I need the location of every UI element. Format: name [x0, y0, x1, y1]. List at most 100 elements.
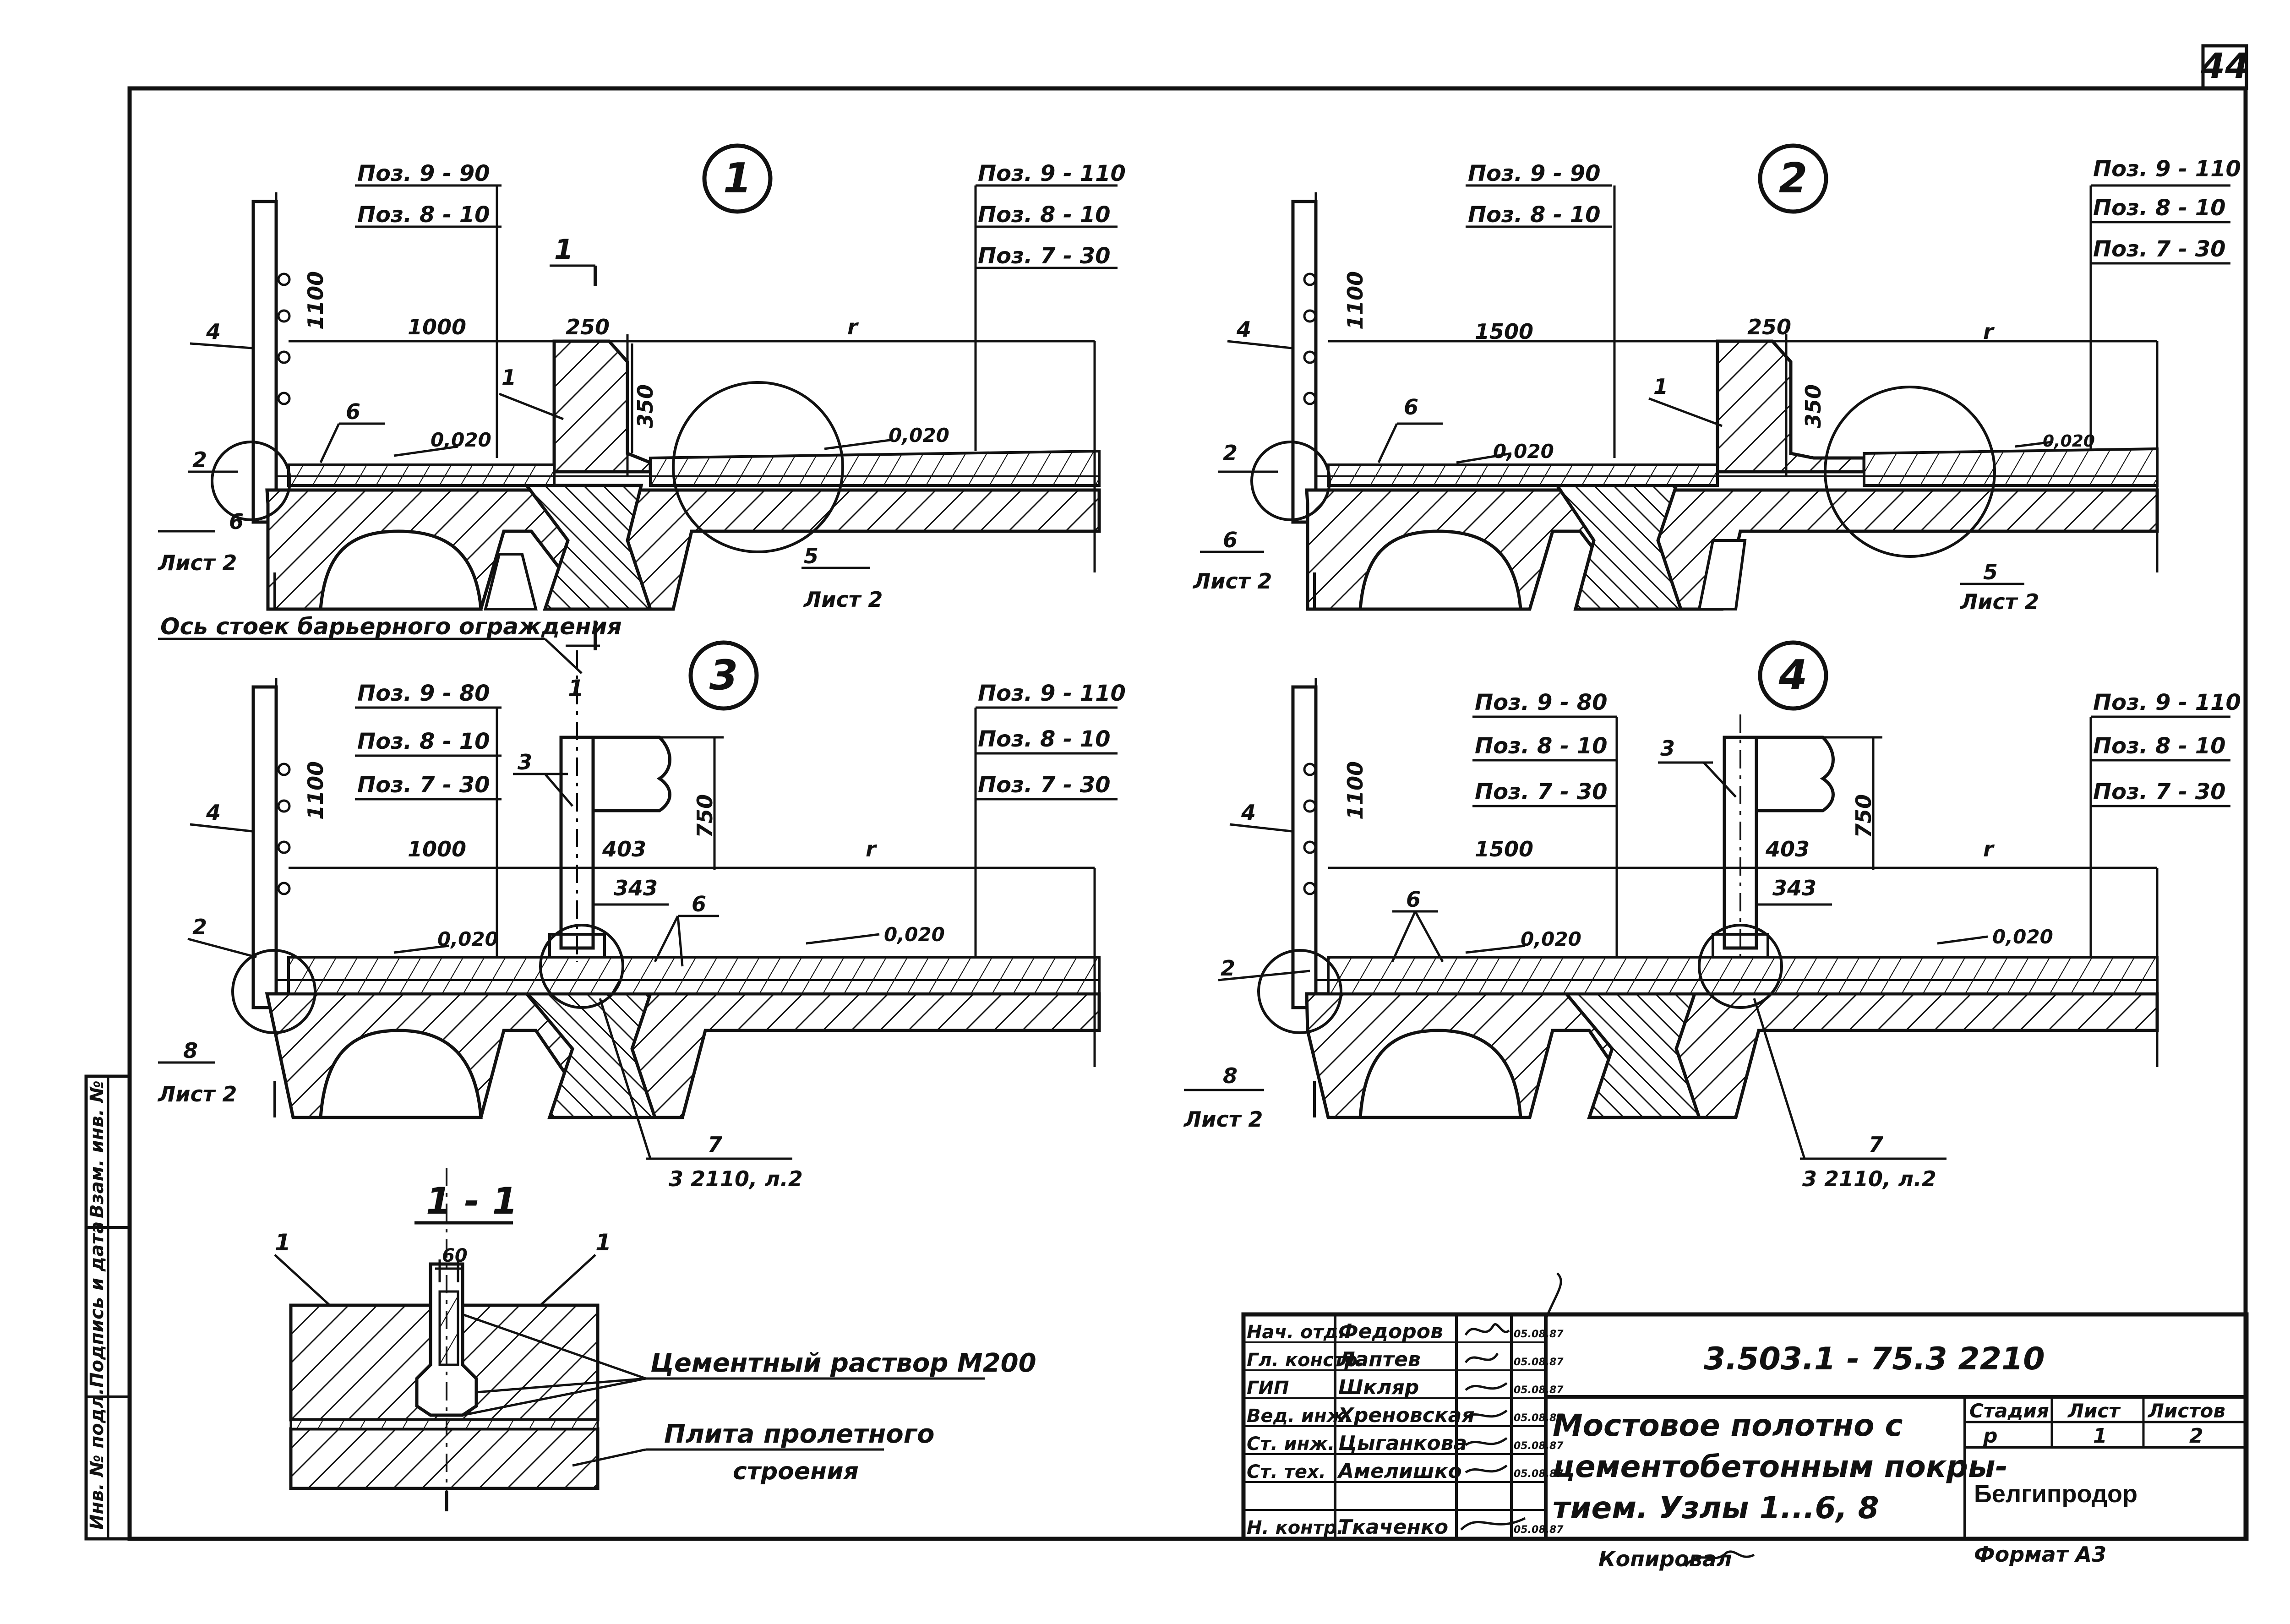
tb-date-3: 05.08.87 — [1514, 1384, 1564, 1396]
side-stamp: Инв. № подл. Подпись и дата Взам. инв. № — [84, 1074, 131, 1541]
sheet-frame — [127, 86, 2248, 1541]
node-3: 3 1100 1000 403 343 750 r Поз. 9 - 80 По… — [157, 640, 1126, 1191]
slope-right: 0,020 — [2043, 432, 2095, 451]
dim-curb-width: 250 — [1747, 315, 1791, 339]
node-number: 3 — [709, 651, 738, 699]
callout-right-3: Поз. 7 - 30 — [2093, 236, 2226, 262]
sheet-number-box — [2201, 44, 2248, 90]
node-marker-circle — [1758, 640, 1828, 711]
section-marker-1b: 1 — [595, 1229, 611, 1256]
marker-8: 8 — [183, 1038, 198, 1063]
marker-7: 7 — [708, 1132, 722, 1157]
callout-left-2: Поз. 8 - 10 — [357, 729, 490, 754]
ref-sheet-5: Лист 2 — [803, 587, 883, 612]
dim-h: 750 — [692, 794, 717, 838]
tb-date-1: 05.08.87 — [1514, 1329, 1564, 1340]
tb-date-2: 05.08.87 — [1514, 1357, 1564, 1368]
callout-left-2: Поз. 8 - 10 — [1468, 202, 1601, 228]
rail-height: 1100 — [1343, 761, 1368, 820]
dim-curb-width: 250 — [566, 315, 610, 339]
tb-date-5: 05.08.87 — [1514, 1440, 1564, 1452]
node-marker-circle — [688, 640, 759, 711]
callout-left-3: Поз. 7 - 30 — [357, 772, 490, 798]
tb-name-8: Ткаченко — [1338, 1515, 1448, 1539]
ref-sheet-8: Лист 2 — [1183, 1107, 1263, 1132]
callout-right-1: Поз. 9 - 110 — [2093, 690, 2241, 715]
section-note-slab-1: Плита пролетного — [664, 1419, 934, 1449]
axis-note: Ось стоек барьерного ограждения — [160, 613, 622, 640]
section-note-slab-2: строения — [733, 1458, 859, 1485]
callout-left-3: Поз. 7 - 30 — [1475, 779, 1608, 805]
callout-left-1: Поз. 9 - 80 — [357, 681, 490, 706]
marker-4: 4 — [206, 319, 221, 344]
ref-sheet-5: Лист 2 — [1959, 589, 2039, 614]
tb-date-4: 05.08.87 — [1514, 1412, 1564, 1424]
tb-name-3: Шкляр — [1338, 1376, 1419, 1399]
section-1-1: 1 - 1 60 1 1 Цементный раствор М200 Плит… — [274, 1168, 1036, 1511]
node-4: 4 1100 1500 403 343 750 r Поз. 9 - 80 По… — [1183, 640, 2241, 1191]
svg-text:1: 1 — [568, 675, 584, 702]
marker-4: 4 — [1241, 800, 1256, 825]
tb-name-6: Амелишко — [1337, 1460, 1462, 1483]
tb-stage: р — [1983, 1424, 1998, 1448]
dim-curb-height: 350 — [633, 384, 658, 428]
marker-7: 7 — [1869, 1132, 1883, 1157]
slope-left: 0,020 — [437, 928, 498, 950]
marker-5: 5 — [804, 544, 818, 568]
railing-post — [251, 685, 278, 1009]
tb-org: Белгипродор — [1974, 1480, 2137, 1508]
slope-left: 0,020 — [1521, 928, 1581, 950]
railing-post — [251, 200, 278, 524]
callout-right-1: Поз. 9 - 110 — [978, 161, 1126, 186]
callout-right-2: Поз. 8 - 10 — [978, 202, 1111, 228]
sheet-number: 44 — [2200, 45, 2249, 86]
ref-doc-7: 3 2110, л.2 — [669, 1166, 803, 1191]
dim-right: r — [866, 837, 878, 861]
tb-sheets: 2 — [2189, 1424, 2203, 1448]
rail-height: 1100 — [1343, 271, 1368, 330]
section-marker-1a: 1 — [275, 1229, 291, 1256]
node-marker-circle — [702, 143, 773, 214]
slope-left: 0,020 — [431, 429, 491, 451]
section-title: 1 - 1 — [426, 1180, 518, 1222]
node-number: 4 — [1778, 651, 1808, 699]
callout-left-2: Поз. 8 - 10 — [1475, 733, 1608, 759]
node-marker-circle — [1758, 143, 1828, 214]
stamp-inv-label: Инв. № подл. — [87, 1388, 108, 1530]
slope-right: 0,020 — [1992, 926, 2053, 948]
tb-desc-3: тием. Узлы 1...6, 8 — [1553, 1490, 1879, 1526]
tb-role-4: Вед. инж. — [1247, 1406, 1352, 1427]
callout-right-2: Поз. 8 - 10 — [2093, 733, 2226, 759]
signature — [1464, 1323, 1510, 1336]
tb-name-5: Цыганкова — [1338, 1432, 1467, 1455]
tb-code: 3.503.1 - 75.3 2210 — [1704, 1341, 2045, 1377]
dim-left: 1500 — [1475, 837, 1533, 861]
callout-left-1: Поз. 9 - 90 — [1468, 161, 1601, 186]
slope-right: 0,020 — [884, 923, 945, 946]
dim-left: 1500 — [1475, 319, 1533, 344]
dim-h: 750 — [1851, 794, 1876, 838]
dim-right: r — [847, 315, 859, 339]
marker-4: 4 — [1236, 317, 1251, 342]
node-2: 2 1100 1500 250 350 r Поз. 9 - 90 Поз. 8… — [1192, 143, 2241, 614]
tb-role-5: Ст. инж. — [1247, 1433, 1335, 1455]
callout-right-2: Поз. 8 - 10 — [978, 726, 1111, 752]
tb-name-4: Хреновская — [1337, 1404, 1475, 1427]
tb-name-1: Федоров — [1338, 1320, 1443, 1343]
tb-role-2: Гл. констр. — [1247, 1350, 1364, 1371]
dim-right: r — [1983, 837, 1995, 861]
rail-height: 1100 — [303, 761, 328, 820]
callout-right-1: Поз. 9 - 110 — [978, 681, 1126, 706]
callout-right-3: Поз. 7 - 30 — [2093, 779, 2226, 805]
marker-5: 5 — [1983, 560, 1998, 584]
section-cut-label: 1 — [554, 234, 573, 266]
stamp-sign-label: Подпись и дата — [87, 1221, 108, 1388]
section-note-mortar: Цементный раствор М200 — [650, 1348, 1036, 1378]
title-block: Нач. отд. Федоров 05.08.87 Гл. констр. Л… — [1241, 1272, 2249, 1571]
stamp-replace-label: Взам. инв. № — [87, 1080, 108, 1218]
marker-6: 6 — [346, 399, 360, 424]
marker-6b: 6 — [1223, 528, 1238, 552]
dim-w2: 343 — [614, 876, 658, 900]
marker-6: 6 — [1406, 887, 1421, 912]
